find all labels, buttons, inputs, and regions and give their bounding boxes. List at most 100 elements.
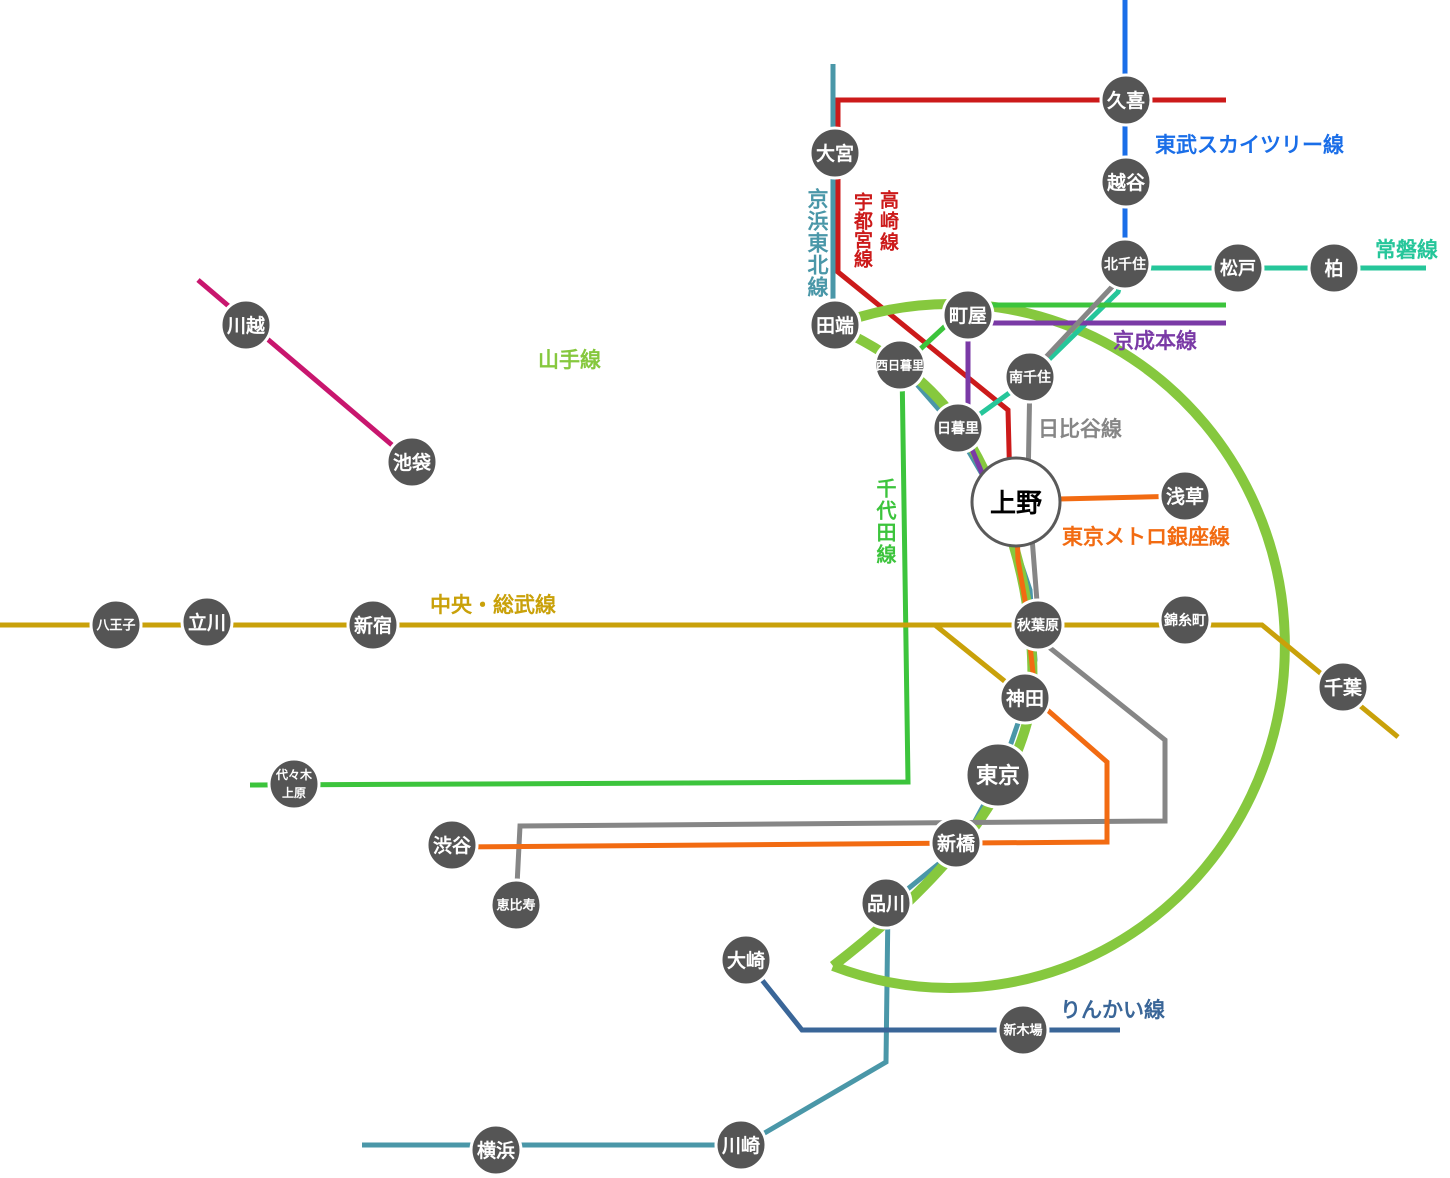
station-machiya-label: 町屋 bbox=[949, 305, 987, 327]
station-ikebukuro-marker bbox=[385, 435, 439, 489]
station-kuki-label: 久喜 bbox=[1107, 89, 1145, 112]
station-yoyogiuehara_1-label: 代々木 bbox=[275, 767, 313, 782]
station-chiba-label: 千葉 bbox=[1324, 677, 1363, 699]
station-nishinippori-marker bbox=[873, 338, 927, 392]
station-kitasenju-label: 北千住 bbox=[1104, 256, 1146, 273]
station-shimbashi[interactable]: 新橋 bbox=[929, 816, 983, 870]
station-shinkiba[interactable]: 新木場 bbox=[996, 1003, 1050, 1057]
station-shinkiba-marker bbox=[996, 1003, 1050, 1057]
label-keihin: 京浜東北線 bbox=[805, 187, 829, 298]
station-koshigaya-marker bbox=[1099, 155, 1153, 209]
station-yoyogiuehara_2-label: 上原 bbox=[282, 785, 306, 800]
station-omiya[interactable]: 大宮 bbox=[808, 126, 862, 180]
station-ebisu-marker bbox=[489, 878, 543, 932]
station-shibuya-marker bbox=[425, 818, 479, 872]
station-yokohama-marker bbox=[469, 1123, 523, 1177]
station-asakusa[interactable]: 浅草 bbox=[1158, 469, 1212, 523]
station-akihabara-label: 秋葉原 bbox=[1017, 617, 1059, 634]
station-machiya-marker bbox=[941, 288, 995, 342]
station-machiya[interactable]: 町屋 bbox=[941, 288, 995, 342]
station-ueno[interactable]: 上野 bbox=[970, 456, 1062, 548]
station-tokyo-label: 東京 bbox=[976, 763, 1020, 789]
station-hachioji[interactable]: 八王子 bbox=[89, 598, 143, 652]
station-akihabara-marker bbox=[1011, 598, 1065, 652]
keisei-line bbox=[965, 320, 1226, 493]
station-tokyo-marker bbox=[964, 741, 1032, 809]
station-kitasenju[interactable]: 北千住 bbox=[1098, 237, 1152, 291]
station-shimbashi-label: 新橋 bbox=[937, 832, 976, 855]
station-tabata-marker bbox=[808, 298, 862, 352]
label-takasaki: 高崎線 bbox=[877, 189, 899, 253]
station-kinshicho-label: 錦糸町 bbox=[1164, 612, 1206, 629]
station-kashiwa[interactable]: 柏 bbox=[1307, 241, 1361, 295]
station-hachioji-marker bbox=[89, 598, 143, 652]
station-ueno-label: 上野 bbox=[990, 489, 1042, 519]
station-yokohama[interactable]: 横浜 bbox=[469, 1123, 523, 1177]
station-kashiwa-marker bbox=[1307, 241, 1361, 295]
station-asakusa-marker bbox=[1158, 469, 1212, 523]
station-tachikawa-label: 立川 bbox=[188, 611, 226, 634]
station-tachikawa[interactable]: 立川 bbox=[180, 595, 234, 649]
station-kuki[interactable]: 久喜 bbox=[1099, 73, 1153, 127]
station-shinagawa-label: 品川 bbox=[867, 893, 905, 915]
station-tabata[interactable]: 田端 bbox=[808, 298, 862, 352]
label-rinkai: りんかい線 bbox=[1060, 998, 1165, 1022]
station-ikebukuro[interactable]: 池袋 bbox=[385, 435, 439, 489]
station-minamisenju-marker bbox=[1003, 350, 1057, 404]
label-utsunomiya: 宇都宮線 bbox=[851, 192, 874, 269]
station-yokohama-label: 横浜 bbox=[477, 1139, 515, 1162]
station-kuki-marker bbox=[1099, 73, 1153, 127]
station-kanda-label: 神田 bbox=[1006, 687, 1044, 710]
station-chiba[interactable]: 千葉 bbox=[1316, 660, 1370, 714]
station-nippori-label: 日暮里 bbox=[937, 420, 979, 437]
station-kawasaki[interactable]: 川崎 bbox=[714, 1118, 768, 1172]
station-shimbashi-marker bbox=[929, 816, 983, 870]
label-skytree: 東武スカイツリー線 bbox=[1155, 133, 1344, 157]
station-kawagoe-marker bbox=[219, 298, 273, 352]
station-nippori[interactable]: 日暮里 bbox=[931, 401, 985, 455]
station-ebisu[interactable]: 恵比寿 bbox=[489, 878, 543, 932]
station-nishinippori-label: 西日暮里 bbox=[876, 357, 924, 372]
station-shinjuku-label: 新宿 bbox=[354, 614, 392, 637]
station-chiba-marker bbox=[1316, 660, 1370, 714]
station-yoyogiuehara-marker bbox=[267, 757, 321, 811]
station-tabata-label: 田端 bbox=[816, 314, 854, 337]
station-minamisenju[interactable]: 南千住 bbox=[1003, 350, 1057, 404]
station-matsudo-label: 松戸 bbox=[1220, 257, 1256, 279]
station-koshigaya[interactable]: 越谷 bbox=[1099, 155, 1153, 209]
label-hibiya: 日比谷線 bbox=[1038, 417, 1122, 441]
station-matsudo[interactable]: 松戸 bbox=[1211, 241, 1265, 295]
station-shinjuku[interactable]: 新宿 bbox=[346, 598, 400, 652]
station-shinkiba-label: 新木場 bbox=[1003, 1023, 1042, 1039]
hibiya-line bbox=[513, 270, 1168, 906]
label-ginza: 東京メトロ銀座線 bbox=[1062, 525, 1230, 549]
station-omiya-label: 大宮 bbox=[816, 142, 854, 165]
station-nippori-marker bbox=[931, 401, 985, 455]
station-tokyo[interactable]: 東京 bbox=[964, 741, 1032, 809]
station-koshigaya-label: 越谷 bbox=[1106, 171, 1146, 194]
station-shinjuku-marker bbox=[346, 598, 400, 652]
station-kanda[interactable]: 神田 bbox=[998, 671, 1052, 725]
station-ebisu-label: 恵比寿 bbox=[496, 898, 535, 914]
station-osaki[interactable]: 大崎 bbox=[719, 933, 773, 987]
station-kawagoe-label: 川越 bbox=[226, 314, 266, 337]
station-akihabara[interactable]: 秋葉原 bbox=[1011, 598, 1065, 652]
station-minamisenju-label: 南千住 bbox=[1009, 369, 1051, 386]
station-matsudo-marker bbox=[1211, 241, 1265, 295]
station-shibuya-label: 渋谷 bbox=[433, 834, 472, 857]
station-nishinippori[interactable]: 西日暮里 bbox=[873, 338, 927, 392]
station-tachikawa-marker bbox=[180, 595, 234, 649]
station-shinagawa[interactable]: 品川 bbox=[859, 876, 913, 930]
station-kinshicho-marker bbox=[1158, 593, 1212, 647]
station-kawagoe[interactable]: 川越 bbox=[219, 298, 273, 352]
station-kinshicho[interactable]: 錦糸町 bbox=[1158, 593, 1212, 647]
station-shibuya[interactable]: 渋谷 bbox=[425, 818, 479, 872]
station-kawasaki-label: 川崎 bbox=[721, 1134, 760, 1157]
station-asakusa-label: 浅草 bbox=[1166, 485, 1204, 508]
station-omiya-marker bbox=[808, 126, 862, 180]
station-kanda-marker bbox=[998, 671, 1052, 725]
station-hachioji-label: 八王子 bbox=[95, 619, 135, 634]
